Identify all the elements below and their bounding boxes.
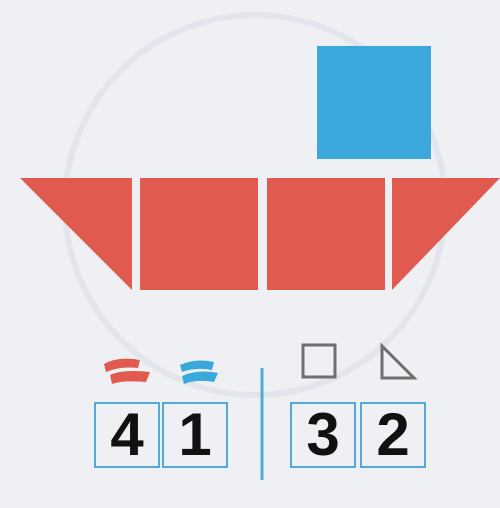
count-box-red[interactable]: 4 — [94, 402, 160, 468]
blue-count: 1 — [178, 405, 211, 465]
right-triangle — [392, 178, 500, 290]
squares-count: 3 — [306, 405, 339, 465]
square-outline-icon — [303, 345, 335, 377]
red-swatch-icon — [104, 359, 150, 384]
triangle-outline-icon — [382, 346, 414, 378]
triangles-count: 2 — [376, 405, 409, 465]
red-square-2 — [267, 178, 385, 290]
blue-swatch-icon — [180, 361, 218, 384]
blue-square — [317, 46, 431, 159]
count-box-blue[interactable]: 1 — [162, 402, 228, 468]
count-box-squares[interactable]: 3 — [290, 402, 356, 468]
red-count: 4 — [110, 405, 143, 465]
ship-hull — [20, 178, 500, 290]
count-box-triangles[interactable]: 2 — [360, 402, 426, 468]
red-square-1 — [140, 178, 258, 290]
